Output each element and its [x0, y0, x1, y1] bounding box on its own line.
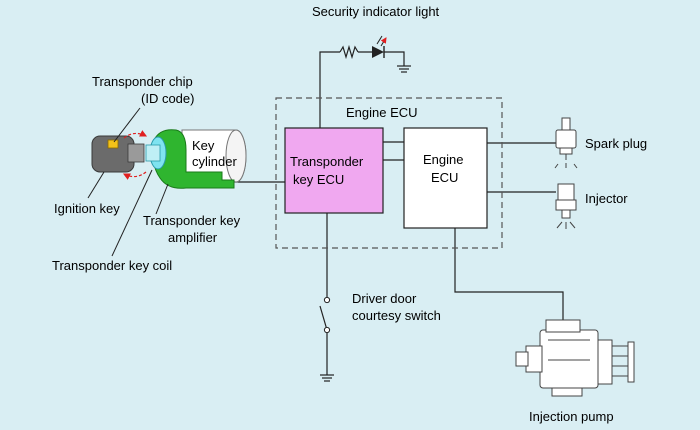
led-wire	[358, 51, 405, 66]
injection-pump-label: Injection pump	[529, 409, 614, 424]
chip-label-1: Transponder chip	[92, 74, 193, 89]
transponder-chip	[107, 139, 119, 149]
key-cylinder-label-2: cylinder	[192, 154, 237, 169]
led-symbol	[372, 46, 384, 58]
engine-ecu-group-label: Engine ECU	[346, 105, 418, 120]
amplifier-label-2: amplifier	[168, 230, 218, 245]
engine-ecu-label-2: ECU	[431, 170, 458, 185]
wiring	[234, 51, 564, 375]
injector-icon	[555, 183, 577, 229]
amplifier-label-1: Transponder key	[143, 213, 241, 228]
injector-label: Injector	[585, 191, 628, 206]
chip-label-2: (ID code)	[141, 91, 194, 106]
transponder-key-ecu	[284, 127, 384, 214]
spark-plug-label: Spark plug	[585, 136, 647, 151]
key-coil-label: Transponder key coil	[52, 258, 172, 273]
engine-ecu-label-1: Engine	[423, 152, 463, 167]
signal-arrow-bottom	[122, 171, 147, 180]
injection-pump-icon	[515, 319, 635, 397]
engine-ecu	[403, 127, 488, 229]
pump-wire	[454, 228, 564, 330]
door-switch-ground-icon	[320, 374, 334, 382]
security-light-label: Security indicator light	[312, 4, 440, 19]
spark-plug-icon	[554, 117, 578, 169]
door-switch-icon	[319, 296, 334, 382]
ignition-key-label: Ignition key	[54, 201, 120, 216]
signal-arrow-top	[123, 130, 148, 139]
door-switch-label-1: Driver door	[352, 291, 417, 306]
leader-lines	[87, 107, 169, 257]
key-cylinder-label-1: Key	[192, 138, 215, 153]
ground-icon	[397, 65, 411, 73]
security-light-wire	[319, 51, 340, 128]
transponder-key-amplifier	[152, 129, 235, 189]
transponder-ecu-label-2: key ECU	[293, 172, 344, 187]
security-indicator-light: Security indicator light	[312, 4, 440, 73]
door-switch-label-2: courtesy switch	[352, 308, 441, 323]
resistor-symbol	[339, 44, 359, 60]
transponder-ecu-label-1: Transponder	[290, 154, 364, 169]
ignition-key-assembly: Key cylinder	[91, 129, 247, 189]
engine-ecu-group	[275, 97, 503, 249]
